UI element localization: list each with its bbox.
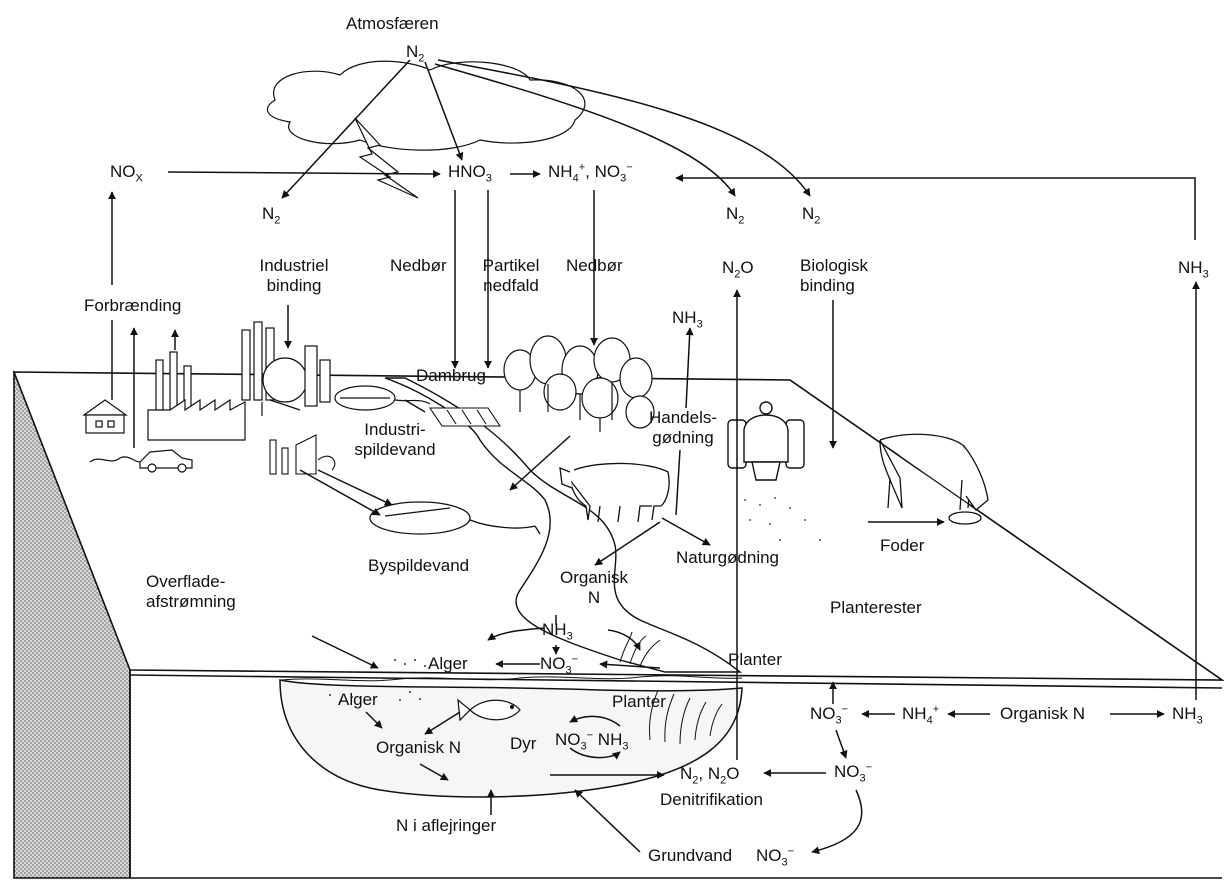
label-alger-surface: Alger: [428, 654, 468, 674]
label-no3-soil-2: NO3−: [834, 762, 872, 782]
arrow-grundvand-to-lake: [575, 790, 640, 852]
label-dambrug: Dambrug: [416, 366, 486, 386]
label-biologisk-binding: Biologisk binding: [800, 256, 868, 296]
label-nox: NOX: [110, 162, 143, 182]
label-n2-left: N2: [262, 204, 280, 224]
label-no3-water: NO3−: [540, 654, 578, 674]
label-foder: Foder: [880, 536, 924, 556]
label-nh4-soil: NH4+: [902, 704, 939, 724]
arrow-no3-to-grundvand: [812, 790, 862, 852]
label-atmosphere: Atmosfæren: [346, 14, 439, 34]
label-nh3-handels: NH3: [672, 308, 703, 328]
label-industriel-binding: Industriel binding: [246, 256, 342, 296]
label-byspildevand: Byspildevand: [368, 556, 469, 576]
label-hno3: HNO3: [448, 162, 492, 182]
label-n2-mid: N2: [726, 204, 744, 224]
label-nh3-soil: NH3: [1172, 704, 1203, 724]
label-planterester: Planterester: [830, 598, 922, 618]
label-n2-top: N2: [406, 42, 424, 62]
label-naturgoedning: Naturgødning: [676, 548, 779, 568]
label-industrispildevand: Industri- spildevand: [340, 420, 450, 460]
label-n2-n2o-soil: N2, N2O: [680, 764, 740, 784]
label-no3-nh3-lake: NO3− NH3: [555, 730, 628, 750]
label-overflade: Overflade- afstrømning: [146, 572, 236, 612]
label-handelsgoedning: Handels- gødning: [642, 408, 724, 448]
label-nedboer-1: Nedbør: [390, 256, 447, 276]
cloud: [267, 61, 584, 150]
arrow-nh3-right-to-nh4: [676, 178, 1195, 240]
label-grundvand: Grundvand: [648, 846, 732, 866]
label-dyr: Dyr: [510, 734, 536, 754]
label-n2o-up: N2O: [722, 258, 754, 278]
label-no3-grundvand: NO3−: [756, 846, 794, 866]
label-alger-lake: Alger: [338, 690, 378, 710]
label-nh3-far-right: NH3: [1178, 258, 1209, 278]
label-nh3-water: NH3: [542, 620, 573, 640]
label-organisk-n-lake: Organisk N: [376, 738, 461, 758]
label-denitrifikation: Denitrifikation: [660, 790, 763, 810]
label-planter-lake: Planter: [612, 692, 666, 712]
label-n-i-aflejringer: N i aflejringer: [396, 816, 496, 836]
label-partikel-nedfald: Partikel nedfald: [474, 256, 548, 296]
label-organisk-n-land: Organisk N: [554, 568, 634, 608]
arrow-no3-to-no3-2: [836, 730, 846, 758]
label-n2-right: N2: [802, 204, 820, 224]
label-nedboer-2: Nedbør: [566, 256, 623, 276]
label-planter-shore: Planter: [728, 650, 782, 670]
label-organisk-n-soil: Organisk N: [1000, 704, 1085, 724]
label-forbraending: Forbrænding: [84, 296, 181, 316]
label-nh4-no3-top: NH4+, NO3−: [548, 162, 633, 182]
label-no3-soil-1: NO3−: [810, 704, 848, 724]
